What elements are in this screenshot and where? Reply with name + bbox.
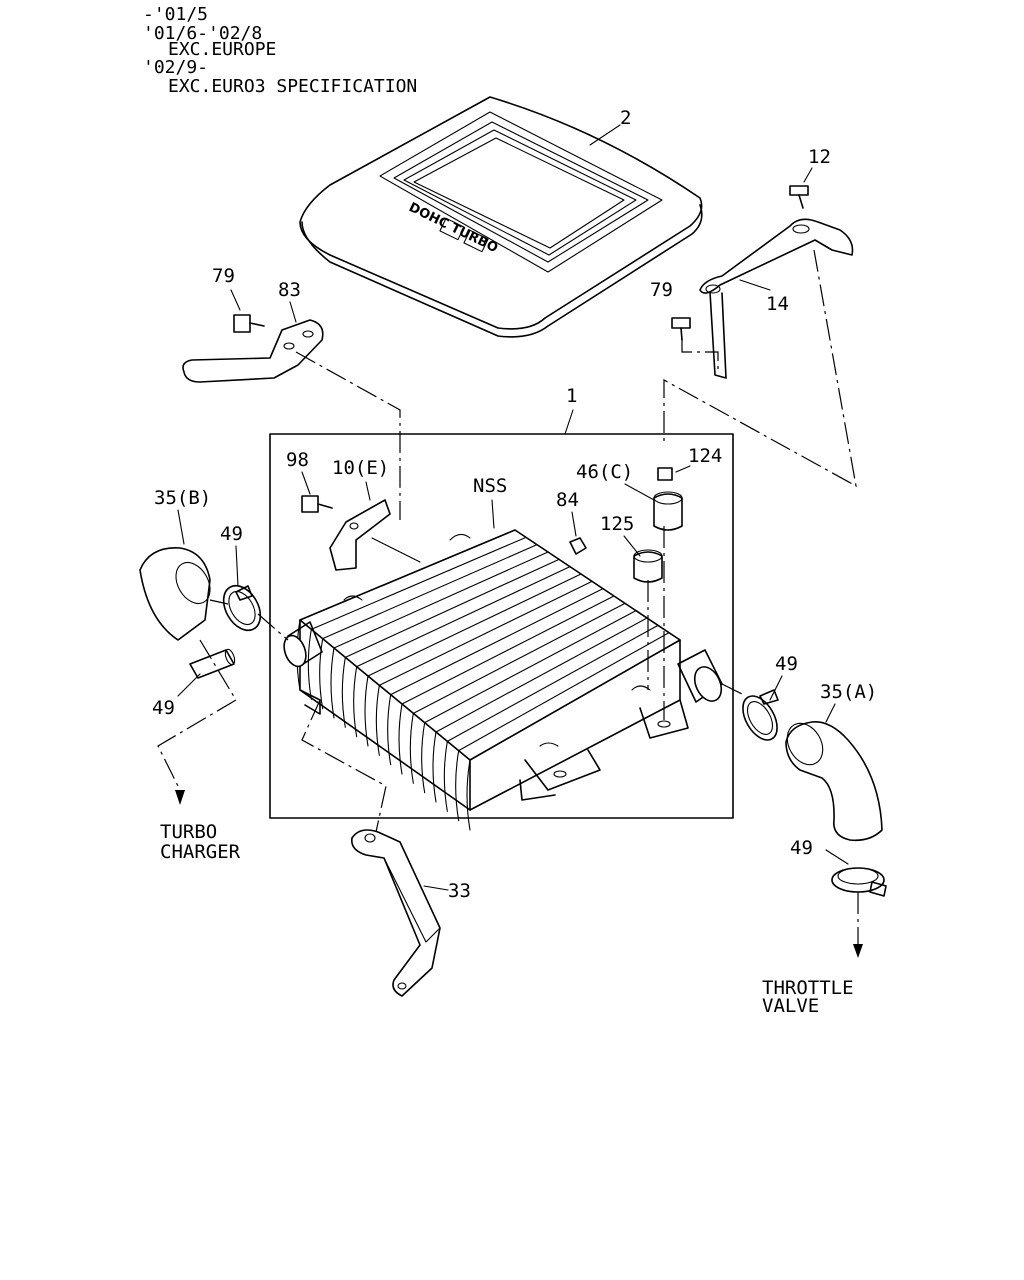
- fin-front-edge: [387, 694, 392, 766]
- fin-front-edge: [398, 703, 403, 775]
- note-line-2: '01/6-'02/8: [143, 23, 262, 44]
- callout-84: 84: [556, 489, 579, 511]
- callout-35b: 35(B): [154, 487, 211, 509]
- callout-14: 14: [766, 293, 789, 315]
- note-line-1: -'01/5: [143, 4, 208, 25]
- callout-35a: 35(A): [820, 681, 877, 703]
- hose-35b-assembly: 35(B) 49 49 TURBO CHARGER: [139, 487, 289, 863]
- fin-line: [390, 588, 604, 696]
- callout-49-lower-left: 49: [152, 697, 175, 719]
- callout-83: 83: [278, 279, 301, 301]
- fin-front-edge: [466, 759, 471, 831]
- turbo-charger-label-2: CHARGER: [160, 841, 241, 863]
- note-line-4: '02/9-: [143, 57, 208, 78]
- callout-125: 125: [600, 513, 634, 535]
- fin-line: [401, 595, 615, 705]
- fin-line: [458, 632, 670, 752]
- fin-line: [424, 610, 637, 724]
- fin-front-edge: [341, 656, 346, 728]
- fin-line: [344, 558, 560, 658]
- fin-front-edge: [364, 675, 369, 747]
- callout-49-bottom-right: 49: [790, 837, 813, 859]
- fin-line: [333, 551, 549, 649]
- fin-line: [435, 617, 648, 733]
- fin-front-edge: [455, 750, 460, 822]
- callout-33: 33: [448, 880, 471, 902]
- callout-49-right: 49: [775, 653, 798, 675]
- bracket-83-assembly: 79 83: [182, 265, 324, 383]
- callout-49-upper-left: 49: [220, 523, 243, 545]
- fin-line: [356, 566, 571, 668]
- throttle-valve-label-1: THROTTLE: [762, 977, 854, 999]
- fin-line: [367, 573, 582, 677]
- fin-front-edge: [307, 628, 312, 700]
- callout-98: 98: [286, 449, 309, 471]
- fin-front-edge: [409, 712, 414, 784]
- note-line-3: EXC.EUROPE: [168, 39, 276, 60]
- turbo-charger-label-1: TURBO: [160, 821, 217, 843]
- fin-front-edge: [432, 731, 437, 803]
- throttle-valve-label-2: VALVE: [762, 995, 819, 1017]
- fin-front-edge: [443, 740, 448, 812]
- callout-46c: 46(C): [576, 461, 633, 483]
- bracket-33: 33: [301, 699, 471, 997]
- applicability-notes: -'01/5 '01/6-'02/8 EXC.EUROPE '02/9- EXC…: [143, 4, 417, 97]
- intercooler-cover: DOHC TURBO 2: [299, 96, 703, 338]
- callout-79-left: 79: [212, 265, 235, 287]
- fin-line: [299, 529, 516, 621]
- note-line-5: EXC.EURO3 SPECIFICATION: [168, 76, 417, 97]
- fin-line: [412, 602, 626, 714]
- intercooler-fins: [296, 529, 681, 831]
- callout-10e: 10(E): [332, 457, 389, 479]
- grommets-and-nut: 84 46(C) 124 125: [556, 445, 722, 583]
- hose-35a-assembly: 49 35(A) 49 THROTTLE VALVE: [721, 653, 887, 1017]
- fin-front-edge: [330, 647, 335, 719]
- fin-front-edge: [375, 684, 380, 756]
- fin-front-edge: [421, 722, 426, 794]
- fin-front-edge: [353, 666, 358, 738]
- callout-nss: NSS: [473, 475, 507, 497]
- fin-line: [469, 639, 681, 761]
- fin-front-edge: [319, 638, 324, 710]
- callout-124: 124: [688, 445, 722, 467]
- callout-1: 1: [566, 385, 577, 407]
- fin-line: [446, 624, 659, 742]
- fin-line: [378, 580, 593, 686]
- callout-79-right: 79: [650, 279, 673, 301]
- bolt-98-bracket-10e: 98 10(E): [286, 449, 421, 571]
- callout-12: 12: [808, 146, 831, 168]
- fin-line: [322, 544, 538, 640]
- callout-2: 2: [620, 107, 631, 129]
- intercooler-assembly-box: 1: [269, 385, 734, 819]
- intercooler-core: NSS: [283, 475, 723, 831]
- fin-line: [310, 536, 527, 630]
- bracket-14-assembly: 12 14 79: [650, 146, 854, 379]
